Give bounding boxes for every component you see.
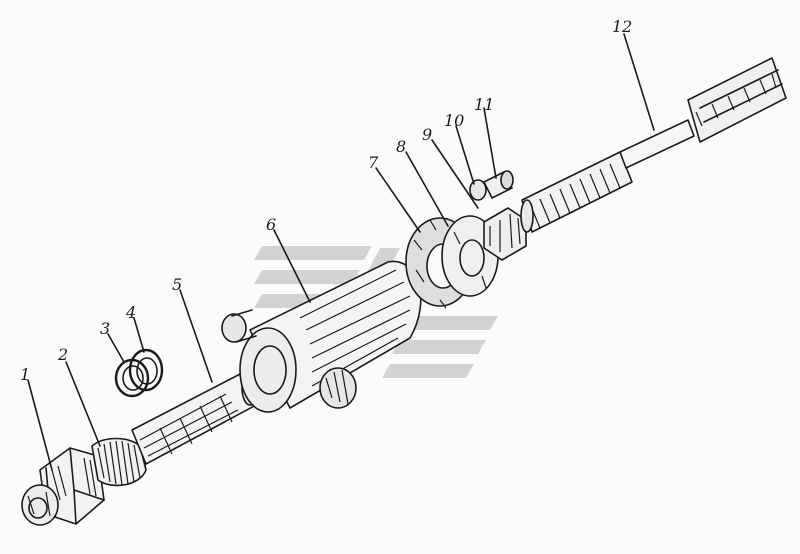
part-5-splined-shaft xyxy=(131,370,259,465)
leader-line-5 xyxy=(179,289,213,383)
callout-12: 12 xyxy=(612,17,632,36)
part-4-o-ring xyxy=(128,348,164,392)
leader-line-9 xyxy=(431,139,479,209)
part-9-nut xyxy=(483,207,527,261)
leader-lines xyxy=(27,33,655,471)
callout-9: 9 xyxy=(422,125,432,144)
part-1-hex-nut xyxy=(21,447,105,526)
part-12-threaded-rod xyxy=(520,57,787,233)
callout-3: 3 xyxy=(100,319,110,338)
callout-4: 4 xyxy=(125,303,136,322)
leader-line-3 xyxy=(107,333,125,363)
callout-8: 8 xyxy=(396,137,406,156)
callout-1: 1 xyxy=(20,365,30,384)
callout-labels: 1 2 3 4 5 6 7 8 9 10 11 12 xyxy=(20,17,632,384)
part-6-cylinder-housing xyxy=(221,260,422,413)
callout-2: 2 xyxy=(57,345,68,364)
leader-line-1 xyxy=(27,379,53,471)
part-10-small-washer xyxy=(469,179,487,201)
leader-line-6 xyxy=(273,229,311,303)
leader-line-2 xyxy=(65,361,101,447)
leader-line-10 xyxy=(455,125,475,185)
callout-7: 7 xyxy=(368,153,379,172)
callout-11: 11 xyxy=(474,95,494,114)
leader-line-8 xyxy=(405,151,449,227)
part-11-bolt xyxy=(483,170,514,199)
leader-line-4 xyxy=(133,317,145,353)
part-2-threaded-ring xyxy=(91,437,147,487)
callout-6: 6 xyxy=(266,215,276,234)
leader-line-11 xyxy=(483,107,497,179)
callout-5: 5 xyxy=(172,275,182,294)
leader-line-12 xyxy=(623,33,655,131)
leader-line-7 xyxy=(375,167,421,233)
callout-10: 10 xyxy=(444,111,464,130)
